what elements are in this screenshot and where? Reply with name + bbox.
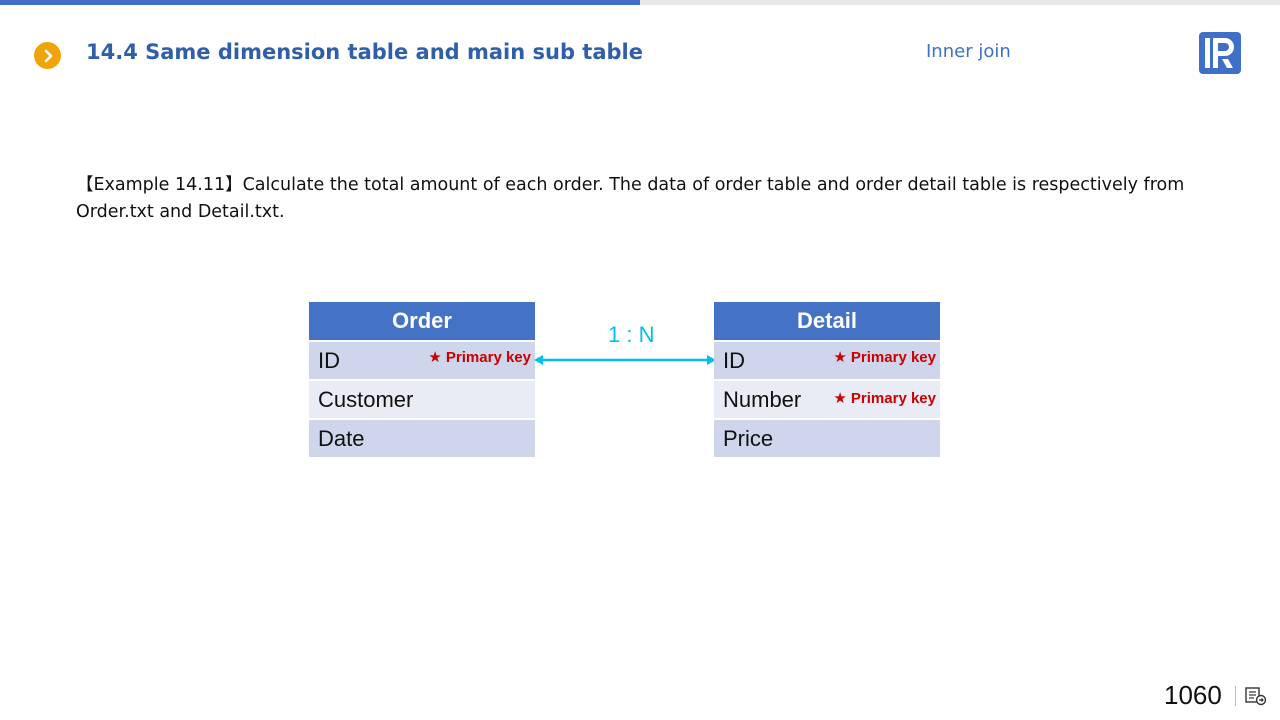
detail-field-number: Number <box>723 386 802 412</box>
order-field-row: Date <box>309 420 535 459</box>
page-number: 1060 <box>1164 680 1222 710</box>
order-table: Order ID ★ Primary key Customer Date <box>309 302 535 459</box>
order-field-row: ID ★ Primary key <box>309 342 535 381</box>
order-field-customer: Customer <box>318 386 414 412</box>
progress-fill <box>0 0 640 5</box>
footer-divider <box>1235 686 1236 706</box>
detail-field-row: ID ★ Primary key <box>714 342 940 381</box>
section-subtitle: Inner join <box>926 41 1011 62</box>
detail-field-id: ID <box>723 347 745 373</box>
slide-notes-icon[interactable] <box>1245 686 1267 706</box>
chevron-right-icon <box>34 42 61 69</box>
detail-table-header: Detail <box>714 302 940 342</box>
relation-connector-arrow <box>534 355 716 365</box>
detail-field-row: Number ★ Primary key <box>714 381 940 420</box>
detail-field-price: Price <box>723 425 774 451</box>
example-description: 【Example 14.11】Calculate the total amoun… <box>76 175 1185 222</box>
detail-primary-key-label: ★ Primary key <box>833 390 936 407</box>
relation-label: 1 : N <box>608 322 655 347</box>
detail-primary-key-label: ★ Primary key <box>833 349 936 366</box>
company-logo-icon <box>1199 32 1241 74</box>
progress-track <box>0 0 1280 5</box>
detail-field-row: Price <box>714 420 940 459</box>
detail-table: Detail ID ★ Primary key Number ★ Primary… <box>714 302 940 459</box>
order-field-date: Date <box>318 425 365 451</box>
order-primary-key-label: ★ Primary key <box>428 349 531 366</box>
page-title: 14.4 Same dimension table and main sub t… <box>86 40 643 64</box>
order-field-id: ID <box>318 347 340 373</box>
order-table-header: Order <box>309 302 535 342</box>
order-field-row: Customer <box>309 381 535 420</box>
